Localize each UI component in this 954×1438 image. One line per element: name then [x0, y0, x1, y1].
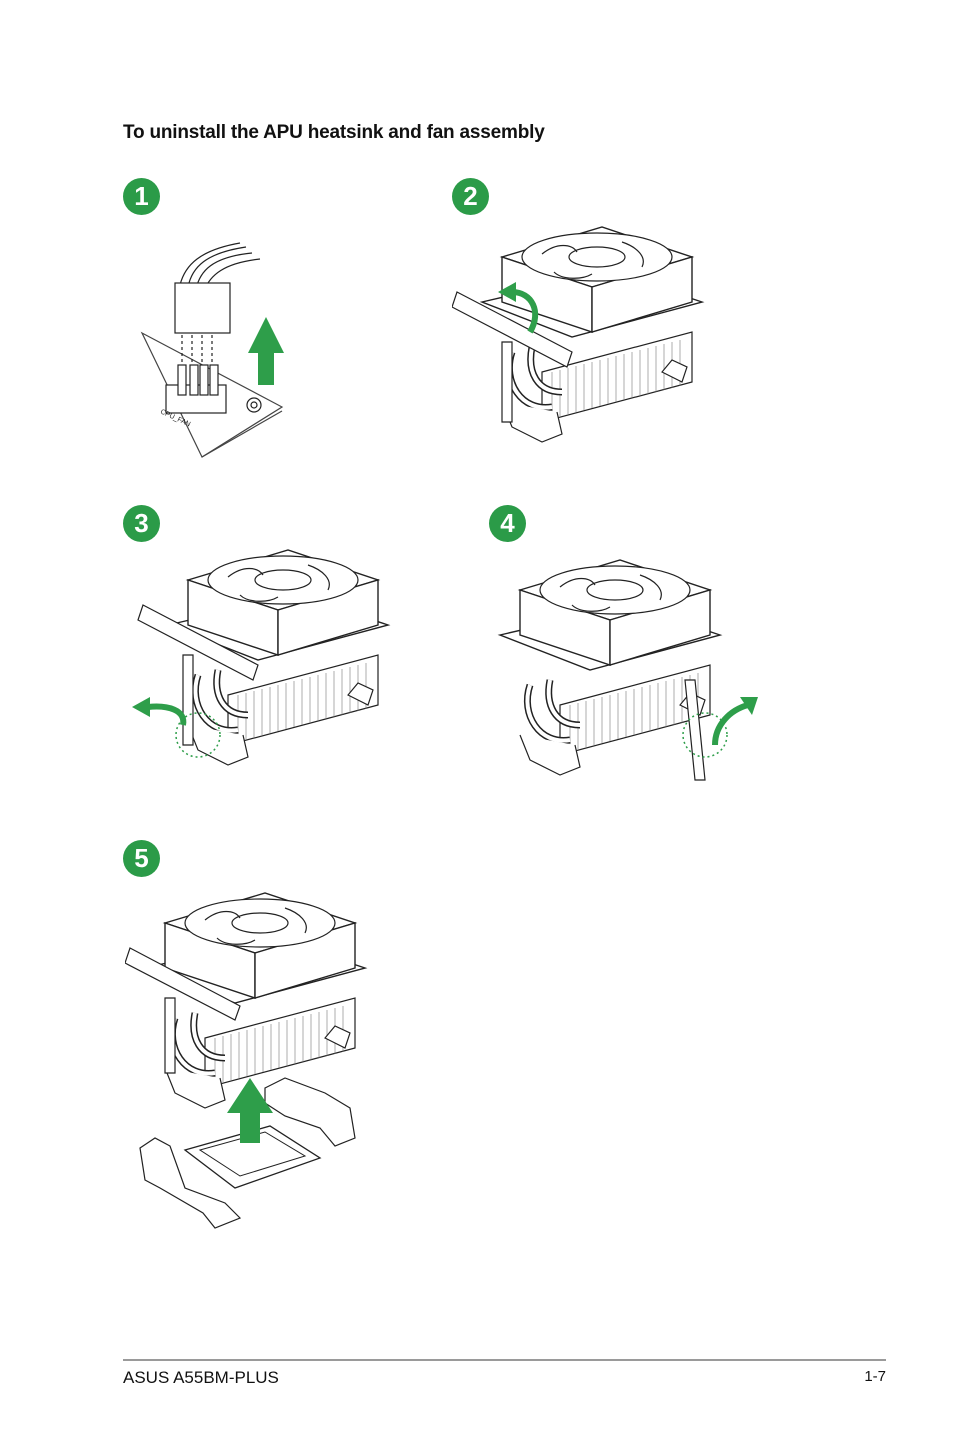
footer-page-number: 1-7 [864, 1368, 886, 1385]
footer-product-name: ASUS A55BM-PLUS [123, 1368, 279, 1387]
step-badge-2: 2 [452, 178, 489, 215]
figure-release-lever [452, 222, 722, 472]
figure-unhook-retention-right [490, 555, 758, 781]
figure-unhook-retention-left [132, 545, 418, 805]
footer-rule [123, 1359, 886, 1361]
page-title: To uninstall the APU heatsink and fan as… [123, 122, 545, 143]
step-badge-1: 1 [123, 178, 160, 215]
step-badge-4: 4 [489, 505, 526, 542]
figure-lift-heatsink [125, 888, 375, 1229]
step-badge-5: 5 [123, 840, 160, 877]
step-badge-3: 3 [123, 505, 160, 542]
figure-unplug-fan-connector: CPU_FAN [140, 242, 284, 458]
